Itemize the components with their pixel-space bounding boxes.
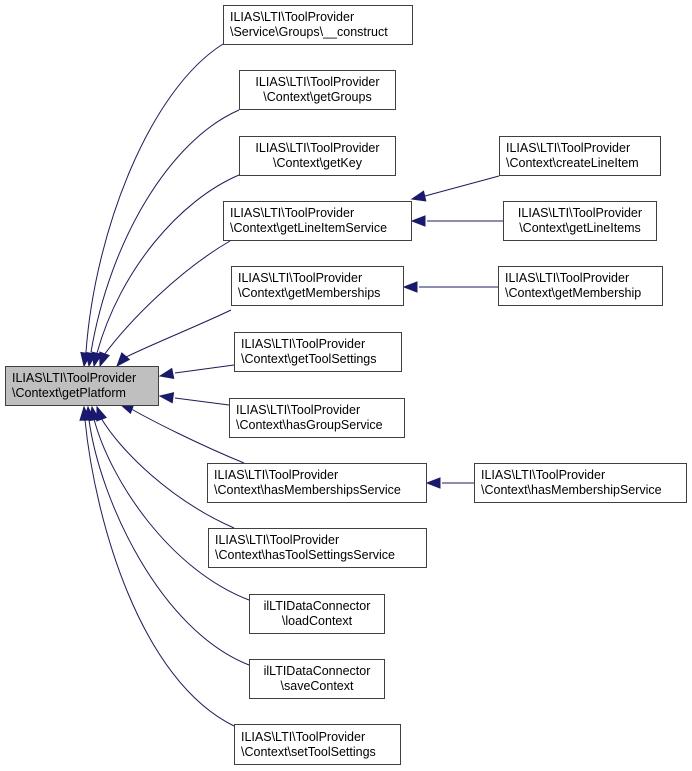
node-line2: \Context\getPlatform [12,386,126,400]
node-line1: ILIAS\LTI\ToolProvider [255,75,380,89]
node-hasMembershipsService[interactable]: ILIAS\LTI\ToolProvider \Context\hasMembe… [207,463,427,503]
node-line1: ILIAS\LTI\ToolProvider [506,141,631,155]
node-line2: \Context\getMemberships [238,286,381,300]
node-getLineItemService[interactable]: ILIAS\LTI\ToolProvider \Context\getLineI… [223,201,412,241]
arrowhead-icon [79,405,91,421]
arrowhead-icon [158,367,175,379]
node-createLineItem[interactable]: ILIAS\LTI\ToolProvider \Context\createLi… [499,136,661,176]
node-getLineItems[interactable]: ILIAS\LTI\ToolProvider \Context\getLineI… [503,201,657,241]
node-line2: \Context\getKey [273,156,362,170]
edge-hasGroupService-to-getPlatform [174,397,230,406]
node-line2: \Context\getToolSettings [241,352,377,366]
node-line1: ILIAS\LTI\ToolProvider [517,206,643,220]
node-line1: ILIAS\LTI\ToolProvider [241,729,366,744]
arrowhead-icon [410,215,426,227]
node-line1: ILIAS\LTI\ToolProvider [481,468,606,482]
arrowhead-icon [116,352,131,368]
edge-hasMembershipsService-to-getPlatform [127,406,245,464]
arrowhead-icon [410,190,427,202]
edge-groups_construct-to-getPlatform [85,43,224,353]
node-line1: ILIAS\LTI\ToolProvider [214,468,339,482]
edge-getGroups-to-getPlatform [90,109,240,353]
node-line1: ILIAS\LTI\ToolProvider [215,533,340,547]
node-line2: \loadContext [281,614,353,628]
node-line1: ILIAS\LTI\ToolProvider [230,10,355,24]
node-saveContext[interactable]: ilLTIDataConnector \saveContext [249,659,385,699]
edge-getKey-to-getPlatform [96,174,240,354]
edge-hasToolSettingsService-to-getPlatform [100,417,235,529]
node-line2: \Context\getLineItemService [230,221,388,235]
node-getMembership[interactable]: ILIAS\LTI\ToolProvider \Context\getMembe… [498,266,663,306]
node-line2: \Service\Groups\__construct [230,25,388,39]
node-line1: ILIAS\LTI\ToolProvider [12,371,137,385]
node-line2: \Context\getLineItems [519,221,641,235]
arrowhead-icon [96,405,107,422]
edge-saveContext-to-getPlatform [88,419,250,666]
node-hasGroupService[interactable]: ILIAS\LTI\ToolProvider \Context\hasGroup… [229,398,405,438]
edge-setToolSettings-to-getPlatform [84,419,235,727]
node-line1: ILIAS\LTI\ToolProvider [255,141,380,155]
edge-getLineItemService-to-getPlatform [103,240,231,356]
node-groups-construct[interactable]: ILIAS\LTI\ToolProvider \Service\Groups\_… [223,5,413,45]
node-hasToolSettingsService[interactable]: ILIAS\LTI\ToolProvider \Context\hasToolS… [208,528,427,568]
node-line2: \Context\hasMembershipService [481,483,662,497]
node-line2: \Context\hasGroupService [236,418,383,432]
node-line1: ilLTIDataConnector [263,664,371,678]
node-getMemberships[interactable]: ILIAS\LTI\ToolProvider \Context\getMembe… [231,266,404,306]
edge-getMemberships-to-getPlatform [123,309,232,359]
node-line2: \Context\hasToolSettingsService [215,548,395,562]
node-getKey[interactable]: ILIAS\LTI\ToolProvider \Context\getKey [239,136,396,176]
edge-createLineItem-to-getLineItemService [424,175,500,197]
node-hasMembershipService[interactable]: ILIAS\LTI\ToolProvider \Context\hasMembe… [474,463,687,503]
node-line2: \Context\hasMembershipsService [214,483,401,497]
node-line1: ILIAS\LTI\ToolProvider [505,271,630,285]
node-line1: ilLTIDataConnector [263,599,371,613]
node-setToolSettings[interactable]: ILIAS\LTI\ToolProvider \Context\setToolS… [234,724,401,765]
node-getToolSettings[interactable]: ILIAS\LTI\ToolProvider \Context\getToolS… [234,332,402,372]
node-line1: ILIAS\LTI\ToolProvider [230,206,355,220]
arrowhead-icon [402,281,418,293]
node-line1: ILIAS\LTI\ToolProvider [238,271,363,285]
node-line1: ILIAS\LTI\ToolProvider [241,337,366,351]
arrowhead-icon [425,477,441,489]
node-loadContext[interactable]: ilLTIDataConnector \loadContext [249,594,385,634]
node-line2: \saveContext [280,679,354,693]
node-line2: \Context\getMembership [505,286,642,300]
node-line2: \Context\createLineItem [506,156,639,170]
node-line2: \Context\setToolSettings [241,744,376,759]
node-line1: ILIAS\LTI\ToolProvider [236,403,361,417]
arrowhead-icon [158,392,175,404]
edge-loadContext-to-getPlatform [93,418,250,601]
node-line2: \Context\getGroups [263,90,372,104]
edge-getToolSettings-to-getPlatform [174,364,235,374]
node-getPlatform: ILIAS\LTI\ToolProvider \Context\getPlatf… [5,366,159,406]
arrowhead-icon [99,351,110,368]
node-getGroups[interactable]: ILIAS\LTI\ToolProvider \Context\getGroup… [239,70,396,110]
